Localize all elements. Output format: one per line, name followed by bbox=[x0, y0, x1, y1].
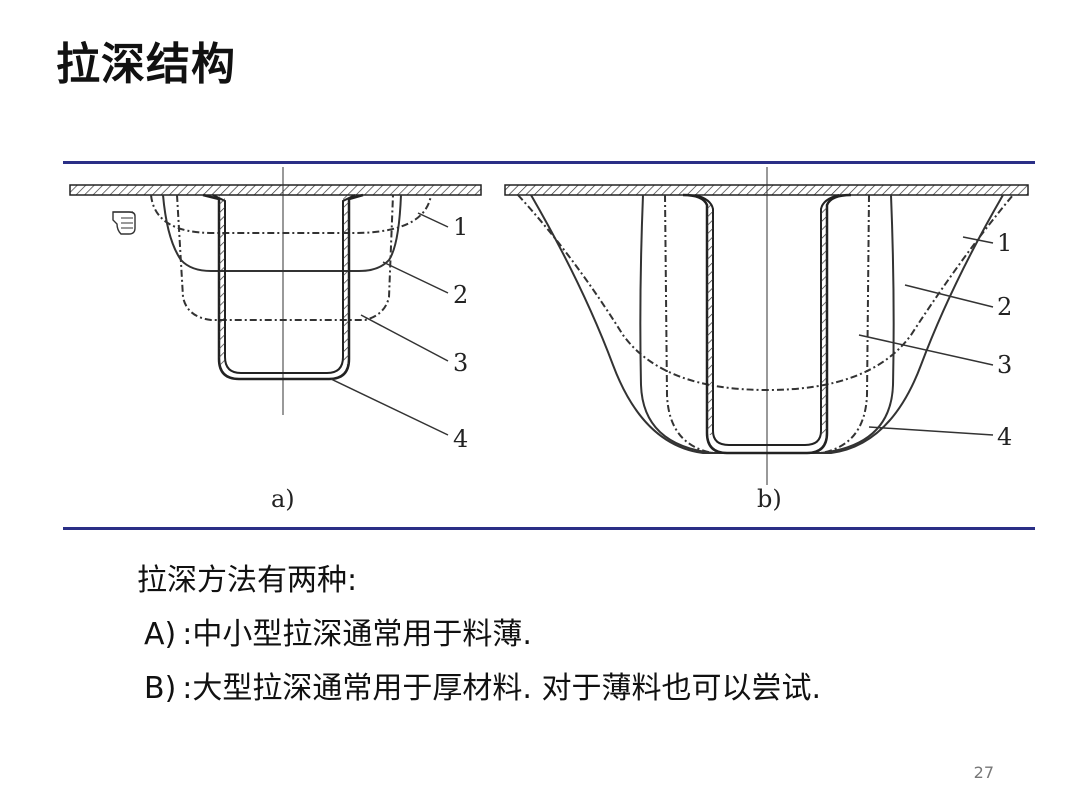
page-number: 27 bbox=[973, 763, 994, 782]
panel-a-cup-wall-right bbox=[343, 195, 349, 365]
panel-b-leader-4 bbox=[868, 426, 994, 436]
panel-b-callout-3: 3 bbox=[997, 351, 1012, 379]
panel-a-leader-2 bbox=[382, 261, 449, 294]
panel-a-callout-1: 1 bbox=[453, 213, 468, 241]
panel-a-leader-4 bbox=[330, 378, 449, 436]
panel-b-callout-1: 1 bbox=[997, 229, 1012, 257]
panel-a-stage-4-inner bbox=[212, 194, 356, 374]
method-b-marker: B) bbox=[144, 671, 177, 706]
panel-a: 1 2 3 4 a) bbox=[69, 167, 482, 513]
panel-b-leader-1 bbox=[962, 236, 994, 244]
panel-b-stage-1 bbox=[517, 194, 1014, 392]
panel-b-leader-3 bbox=[858, 334, 994, 366]
panel-a-callout-4: 4 bbox=[453, 425, 468, 453]
deep-drawing-figure: 1 2 3 4 a) bbox=[63, 165, 1035, 525]
panel-b-stage-3b-right bbox=[820, 194, 870, 454]
method-a: A):中小型拉深通常用于料薄. bbox=[144, 617, 532, 653]
panel-a-leader-3 bbox=[360, 314, 449, 362]
method-b-text: :大型拉深通常用于厚材料. 对于薄料也可以尝试. bbox=[182, 671, 822, 706]
panel-b-label: b) bbox=[757, 485, 782, 513]
panel-b-stage-4-inner bbox=[694, 194, 840, 446]
panel-b-stage-3b bbox=[664, 194, 714, 454]
hand-pointer-icon bbox=[112, 211, 136, 235]
panel-b-stage-3 bbox=[639, 194, 714, 454]
panel-b-stage-4-outer bbox=[682, 193, 852, 455]
panel-b-callout-4: 4 bbox=[997, 423, 1012, 451]
panel-b-stage-3-right bbox=[820, 194, 895, 454]
bottom-divider bbox=[63, 527, 1035, 530]
panel-b-cup-wall-left bbox=[707, 205, 713, 435]
panel-b: 1 2 3 4 b) bbox=[504, 167, 1029, 513]
page-title: 拉深结构 bbox=[56, 39, 236, 90]
panel-a-stage-2 bbox=[162, 194, 402, 272]
panel-a-callout-2: 2 bbox=[453, 281, 468, 309]
method-b: B):大型拉深通常用于厚材料. 对于薄料也可以尝试. bbox=[144, 671, 821, 707]
panel-a-callout-3: 3 bbox=[453, 349, 468, 377]
panel-a-leader-1 bbox=[417, 212, 449, 228]
panel-a-label: a) bbox=[271, 485, 295, 513]
method-a-text: :中小型拉深通常用于料薄. bbox=[182, 617, 532, 652]
panel-a-cup-wall-left bbox=[219, 195, 225, 365]
panel-a-stage-3 bbox=[176, 194, 394, 321]
methods-intro: 拉深方法有两种: bbox=[137, 563, 358, 598]
panel-a-stage-1 bbox=[150, 194, 432, 234]
top-divider bbox=[63, 161, 1035, 164]
method-a-marker: A) bbox=[144, 617, 177, 652]
panel-a-flange bbox=[69, 184, 482, 196]
panel-b-cup-wall-right bbox=[821, 205, 827, 435]
panel-b-leader-2 bbox=[904, 284, 994, 308]
panel-b-callout-2: 2 bbox=[997, 293, 1012, 321]
